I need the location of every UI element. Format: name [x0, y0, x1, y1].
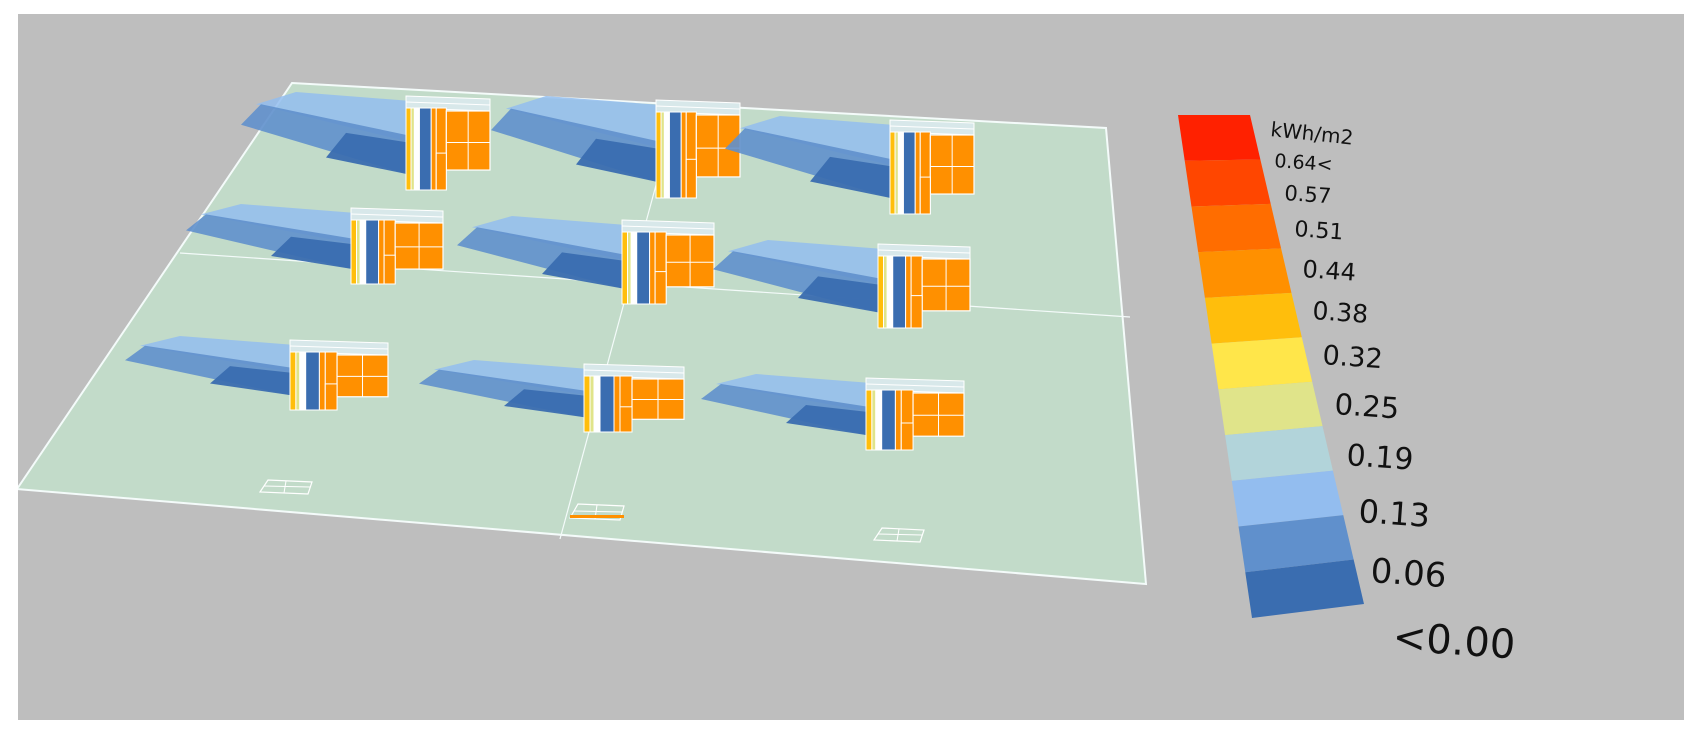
radiation-legend: kWh/m20.64< 0.57 0.51 0.44 0.38 0.32 0.25 0.19 0…	[1178, 115, 1517, 669]
legend-swatch	[1231, 470, 1344, 527]
legend-level-label: 0.38	[1312, 296, 1370, 329]
legend-swatch	[1178, 115, 1261, 161]
legend-level-label: 0.64<	[1274, 150, 1334, 176]
legend-swatch	[1184, 159, 1271, 207]
building-shadow	[457, 216, 642, 292]
building	[350, 207, 444, 285]
ground-marker	[258, 479, 313, 495]
building-shadow	[491, 96, 676, 186]
building	[655, 99, 741, 199]
building	[889, 119, 975, 215]
building	[289, 339, 389, 411]
building-shadow	[241, 92, 426, 178]
legend-level-label: 0.06	[1369, 551, 1447, 596]
building-shadow	[713, 240, 898, 316]
legend-swatch	[1218, 381, 1323, 436]
legend-level-label: 0.25	[1334, 387, 1401, 425]
legend-level-label: 0.13	[1357, 492, 1431, 535]
building-shadow	[701, 374, 886, 438]
legend-level-label: 0.32	[1322, 340, 1384, 375]
building-shadow	[186, 204, 371, 272]
legend-swatch	[1191, 203, 1282, 253]
radiation-analysis-scene: kWh/m20.64< 0.57 0.51 0.44 0.38 0.32 0.25 0.19 0…	[18, 81, 1517, 669]
legend-unit-label: kWh/m2	[1269, 117, 1354, 150]
legend-swatch	[1225, 426, 1333, 481]
legend-swatch	[1198, 248, 1292, 298]
building-shadow	[125, 336, 310, 398]
building	[583, 363, 685, 433]
legend-level-label: 0.44	[1302, 255, 1357, 287]
building	[405, 95, 491, 191]
building	[621, 219, 715, 305]
ground-marker	[568, 503, 625, 521]
building	[865, 377, 965, 451]
building-shadow	[419, 360, 604, 420]
legend-swatch	[1211, 337, 1313, 390]
legend-swatch	[1245, 559, 1364, 618]
legend-swatch	[1204, 292, 1302, 344]
ground-surface	[18, 81, 1148, 586]
legend-level-label: 0.51	[1294, 217, 1345, 245]
legend-swatch	[1238, 515, 1354, 573]
building-shadow	[725, 116, 910, 202]
legend-level-label: 0.57	[1284, 181, 1332, 208]
legend-level-label: 0.19	[1345, 438, 1414, 478]
buildings	[125, 92, 975, 543]
building	[877, 243, 971, 329]
ground-plane	[18, 81, 1148, 586]
ground-marker	[872, 527, 925, 543]
legend-level-label: <0.00	[1391, 614, 1516, 668]
